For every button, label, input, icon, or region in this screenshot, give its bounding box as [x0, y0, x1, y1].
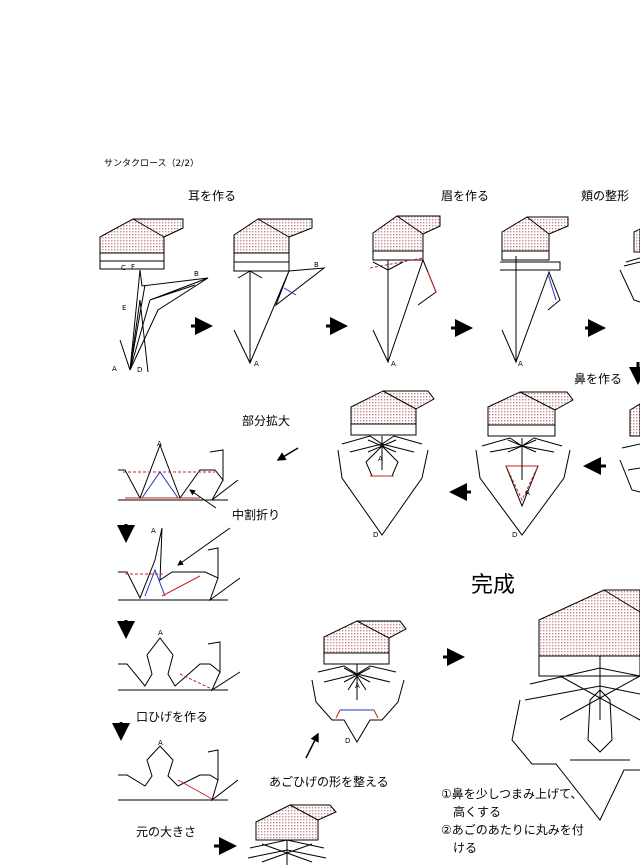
note-1b: 高くする [453, 805, 502, 819]
note-2: ②あごのあたりに丸みを付 [441, 823, 584, 837]
step-label-eyebrow: 眉を作る [441, 189, 490, 203]
step-label-mustache: 口ひげを作る [136, 710, 209, 724]
final-figure [511, 589, 640, 821]
page-title: サンタクロース（2/2） [104, 159, 200, 169]
step-label-chin-beard: あごひげの形を整える [269, 775, 389, 789]
step-label-original-size: 元の大きさ [136, 825, 197, 839]
point-a-z4: A [158, 739, 163, 747]
zoom-2 [118, 527, 241, 602]
step-label-nose: 鼻を作る [574, 372, 623, 386]
point-a-3: A [391, 360, 396, 368]
step-8-figure [337, 390, 435, 536]
point-a-z3: A [158, 629, 163, 637]
point-a-z1: A [157, 440, 162, 448]
step-2-figure [233, 218, 326, 365]
step-5-figure [619, 228, 640, 303]
step-chin-figure [311, 620, 407, 743]
point-d-8: D [373, 531, 379, 539]
point-a-8: A [378, 455, 383, 463]
point-d-chin: D [345, 737, 351, 745]
point-c-1: C [121, 264, 126, 272]
zoom-3 [118, 637, 241, 692]
step-6-figure [619, 403, 640, 493]
step-label-zoom: 部分拡大 [242, 414, 291, 428]
note-1: ①鼻を少しつまみ上げて、 [441, 787, 583, 801]
arrow-zoom [276, 447, 299, 461]
point-b-2: B [314, 261, 319, 269]
zoom-1 [118, 443, 239, 501]
step-label-ear: 耳を作る [188, 189, 237, 203]
point-d-7: D [512, 531, 518, 539]
step-label-inside-reverse: 中割折り [232, 508, 281, 522]
point-a-1: A [112, 365, 117, 373]
point-f-1: F [131, 263, 136, 271]
point-e-1: E [122, 304, 127, 312]
zoom-4 [118, 745, 239, 802]
point-b-1: B [194, 270, 199, 278]
point-d-1: D [137, 366, 143, 374]
point-a-chin: A [355, 682, 360, 690]
step-7-figure [475, 391, 574, 536]
point-a-2: A [254, 360, 259, 368]
arrow-up-chin [305, 732, 319, 759]
original-size-figure [247, 804, 337, 865]
note-2b: ける [453, 841, 478, 855]
step-1-figure [99, 218, 209, 373]
point-a-7: A [525, 489, 530, 497]
complete-title: 完成 [471, 573, 516, 598]
step-label-cheek: 頬の整形 [581, 189, 630, 203]
point-a-4: A [518, 360, 523, 368]
step-3-figure [369, 215, 441, 364]
point-a-z2: A [151, 527, 156, 535]
step-4-figure [500, 216, 569, 364]
